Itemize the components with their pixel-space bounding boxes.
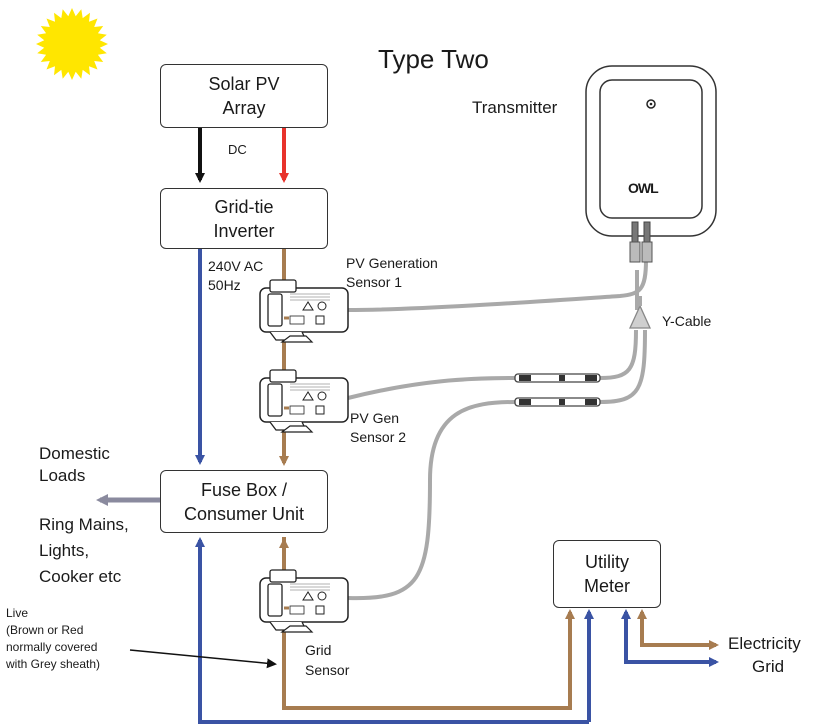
ac-label-line2: 50Hz xyxy=(208,277,241,293)
solar-pv-array-box: Solar PV Array xyxy=(160,64,328,128)
grid-neutral-wire xyxy=(195,537,589,724)
transmitter-label: Transmitter xyxy=(472,98,558,117)
fusebox-line1: Fuse Box / xyxy=(200,479,288,500)
pv2-label-line1: PV Gen xyxy=(350,410,400,426)
sun-icon xyxy=(36,8,108,80)
pv-generation-sensor-2 xyxy=(259,369,349,433)
pv2-label-line2: Sensor 2 xyxy=(350,429,407,445)
pv1-label-line1: PV Generation xyxy=(346,255,438,271)
fuse-box-consumer-unit: Fuse Box / Consumer Unit xyxy=(160,470,328,533)
meter-neutral-to-grid xyxy=(624,616,719,667)
owl-transmitter-icon xyxy=(585,65,717,263)
solar-box-line1: Solar PV xyxy=(208,74,280,94)
meter-line2: Meter xyxy=(583,576,630,596)
domestic-label-line1: Domestic xyxy=(39,444,110,463)
solar-box-line2: Array xyxy=(222,98,266,118)
ring-label-line3: Cooker etc xyxy=(39,567,122,586)
inverter-box-line1: Grid-tie xyxy=(214,196,274,217)
sensor1-cable xyxy=(347,259,648,312)
electricity-grid-line2: Grid xyxy=(752,657,785,676)
meter-live-to-grid xyxy=(640,616,719,650)
electricity-grid-line1: Electricity xyxy=(728,634,801,653)
grid-tie-inverter-box: Grid-tie Inverter xyxy=(160,188,328,249)
live-note-line4: with Grey sheath) xyxy=(6,657,101,671)
pv1-label-line2: Sensor 1 xyxy=(346,274,403,290)
live-note-line2: (Brown or Red xyxy=(6,623,84,637)
inverter-box-line2: Inverter xyxy=(213,220,275,241)
ycable-label: Y-Cable xyxy=(662,313,712,329)
grid-sensor-cable xyxy=(347,400,516,601)
live-pointer-line xyxy=(129,649,277,669)
sensor2-cable xyxy=(347,376,516,400)
cable-connector-1 xyxy=(514,373,601,383)
ring-label-line1: Ring Mains, xyxy=(39,515,129,534)
ycable-branch-2 xyxy=(599,329,647,404)
domestic-label-line2: Loads xyxy=(39,466,86,485)
pv-generation-sensor-1 xyxy=(259,279,349,343)
ycable-branch-1 xyxy=(599,329,638,380)
diagram-title: Type Two xyxy=(378,44,489,74)
meter-line1: Utility xyxy=(585,552,629,572)
utility-meter-box: Utility Meter xyxy=(553,540,661,608)
grid-sensor-label-line2: Sensor xyxy=(305,662,350,678)
y-splitter-icon xyxy=(628,304,652,329)
ring-label-line2: Lights, xyxy=(39,541,90,560)
dc-label: DC xyxy=(228,142,247,157)
live-note-line1: Live xyxy=(6,606,29,620)
fusebox-line2: Consumer Unit xyxy=(183,503,305,524)
grid-sensor-label-line1: Grid xyxy=(305,642,332,658)
transmitter-brand: OWL xyxy=(628,180,659,196)
live-note-line3: normally covered xyxy=(6,640,98,654)
ac-label-line1: 240V AC xyxy=(208,258,264,274)
cable-connector-2 xyxy=(514,397,601,407)
grid-sensor xyxy=(259,569,349,633)
